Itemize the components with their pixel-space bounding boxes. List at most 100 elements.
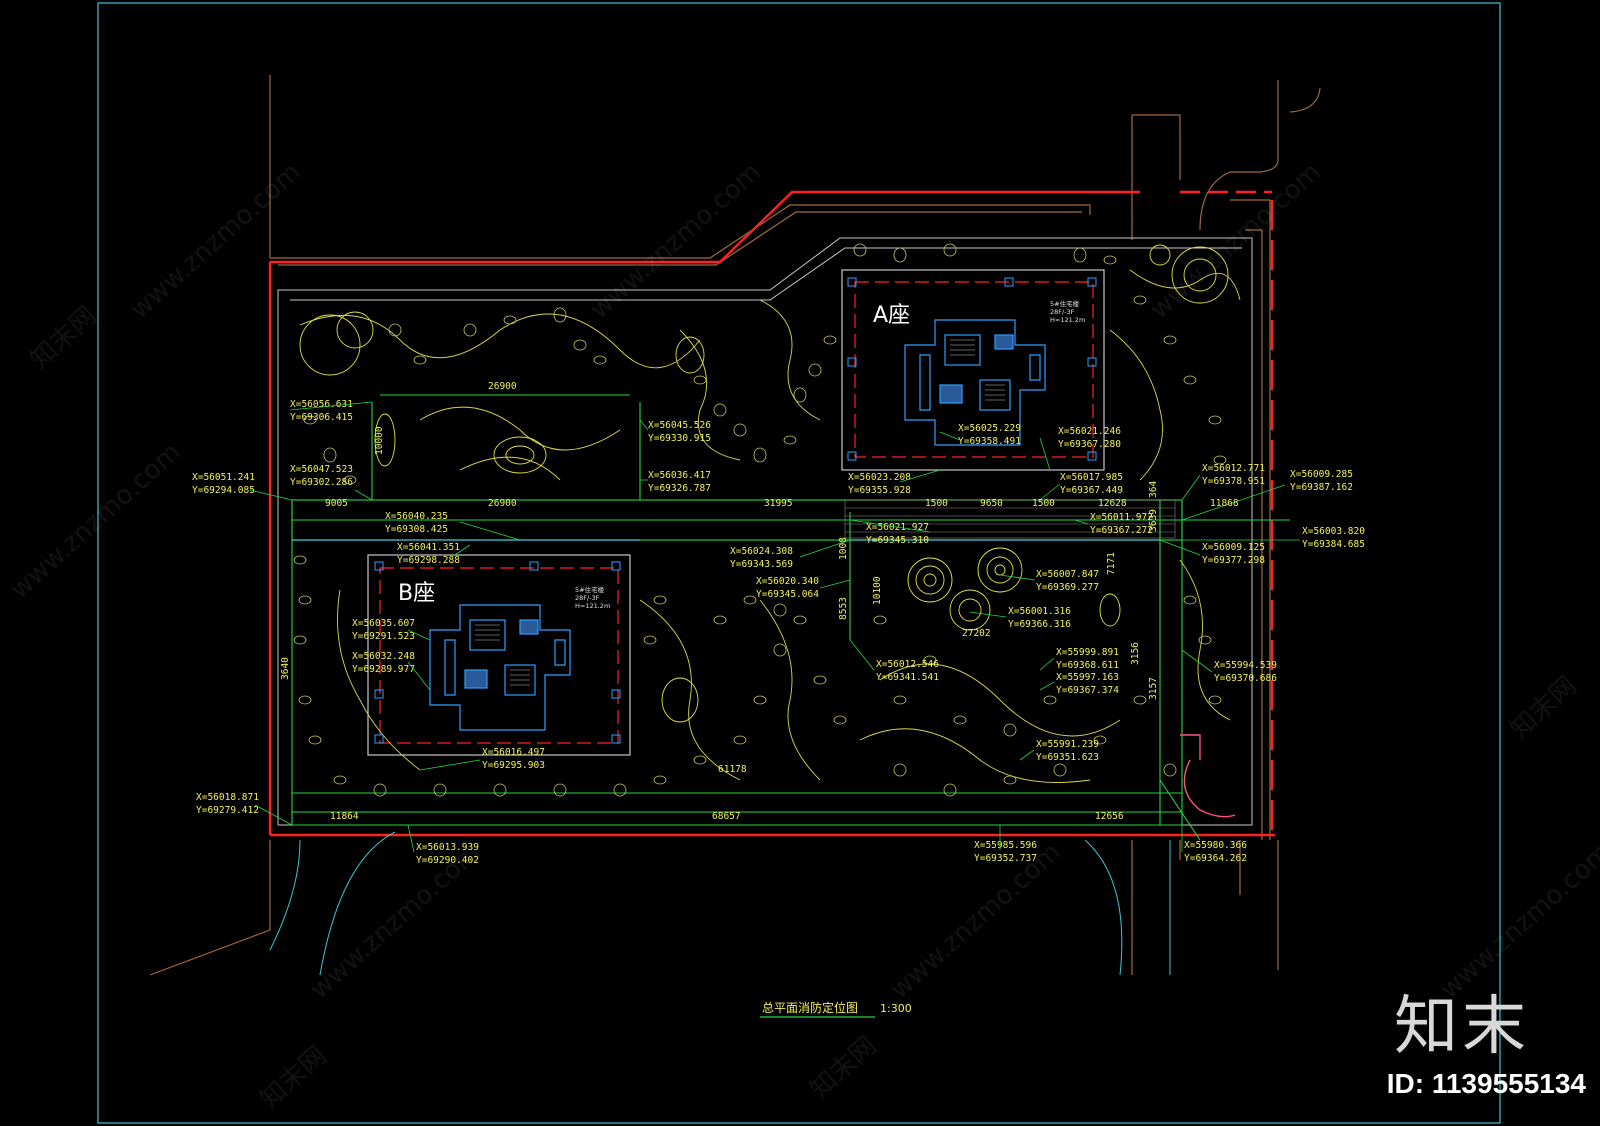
- stone: [1163, 335, 1177, 345]
- stone: [503, 315, 517, 325]
- stone: [323, 447, 337, 463]
- dim-04: 26900: [488, 498, 517, 509]
- svg-text:Y=69343.569: Y=69343.569: [730, 559, 793, 570]
- site-context-lines: [149, 75, 1321, 976]
- building-a-desc-3: H=121.2m: [1050, 316, 1085, 324]
- stone: [1213, 455, 1227, 465]
- svg-text:Y=69290.402: Y=69290.402: [416, 855, 479, 866]
- stone: [653, 775, 667, 785]
- svg-text:X=56001.316: X=56001.316: [1008, 606, 1071, 617]
- stone: [793, 615, 807, 625]
- svg-text:Y=69368.611: Y=69368.611: [1056, 660, 1119, 671]
- svg-text:X=55994.539: X=55994.539: [1214, 660, 1277, 671]
- svg-text:Y=69369.277: Y=69369.277: [1036, 582, 1099, 593]
- stone: [733, 423, 747, 437]
- svg-text:www.znzmo.com: www.znzmo.com: [1145, 157, 1327, 325]
- stone: [1003, 723, 1017, 737]
- stone: [298, 595, 312, 605]
- stone: [873, 615, 887, 625]
- property-red-line: [268, 190, 1275, 837]
- stone: [1073, 247, 1087, 263]
- svg-text:知末网: 知末网: [805, 1031, 883, 1105]
- svg-text:Y=69291.523: Y=69291.523: [352, 631, 415, 642]
- stone: [893, 247, 907, 263]
- dim-09: 12628: [1098, 498, 1127, 509]
- dim-22: 11864: [330, 811, 359, 822]
- stone: [303, 415, 317, 425]
- svg-text:X=56032.248: X=56032.248: [352, 651, 415, 662]
- svg-text:Y=69298.288: Y=69298.288: [397, 555, 460, 566]
- dim-23: 68657: [712, 811, 741, 822]
- entrance-feature: [1180, 734, 1236, 818]
- svg-text:X=56035.607: X=56035.607: [352, 618, 415, 629]
- dim-19: 3156: [1130, 642, 1141, 665]
- dim-06: 1500: [925, 498, 948, 509]
- stone: [833, 715, 847, 725]
- stone: [373, 783, 387, 797]
- svg-text:Y=69367.272: Y=69367.272: [1090, 525, 1153, 536]
- stone: [1133, 295, 1147, 305]
- stone: [693, 375, 707, 385]
- svg-text:Y=69279.412: Y=69279.412: [196, 805, 259, 816]
- landscape-stones: [293, 243, 1227, 797]
- stone: [783, 435, 797, 445]
- stone: [293, 635, 307, 645]
- stone: [1183, 375, 1197, 385]
- svg-text:X=56009.285: X=56009.285: [1290, 469, 1353, 480]
- svg-text:Y=69387.162: Y=69387.162: [1290, 482, 1353, 493]
- stone: [298, 695, 312, 705]
- svg-text:Y=69341.541: Y=69341.541: [876, 672, 939, 683]
- stone: [1003, 775, 1017, 785]
- svg-text:知末网: 知末网: [1505, 671, 1583, 745]
- stone: [733, 735, 747, 745]
- svg-text:Y=69326.787: Y=69326.787: [648, 483, 711, 494]
- svg-text:X=55980.366: X=55980.366: [1184, 840, 1247, 851]
- svg-text:Y=69370.686: Y=69370.686: [1214, 673, 1277, 684]
- stone: [893, 695, 907, 705]
- entry-road-curves: [269, 831, 1171, 976]
- stone: [943, 243, 957, 257]
- svg-text:X=55997.163: X=55997.163: [1056, 672, 1119, 683]
- stone: [553, 783, 567, 797]
- dim-16: 27202: [962, 628, 991, 639]
- building-a-desc-2: 28F/-3F: [1050, 308, 1075, 316]
- stone: [1103, 255, 1117, 265]
- building-a-desc-1: 5#住宅楼: [1050, 299, 1080, 308]
- stone: [808, 363, 822, 377]
- svg-text:X=56040.235: X=56040.235: [385, 511, 448, 522]
- stone: [1043, 695, 1057, 705]
- building-b-desc-2: 28F/-3F: [575, 594, 600, 602]
- plaza-circles: [299, 244, 1229, 723]
- building-pads: [292, 269, 1160, 756]
- dim-13: 1008: [838, 537, 849, 560]
- svg-text:X=56007.847: X=56007.847: [1036, 569, 1099, 580]
- building-b-plan: [429, 604, 571, 731]
- dim-18: 3157: [1148, 677, 1159, 700]
- stone: [388, 323, 402, 337]
- stone: [343, 475, 357, 485]
- svg-text:X=56020.340: X=56020.340: [756, 576, 819, 587]
- stone: [823, 335, 837, 345]
- fire-lane-lines: [291, 394, 1290, 841]
- svg-text:X=56021.246: X=56021.246: [1058, 426, 1121, 437]
- dim-05: 31995: [764, 498, 793, 509]
- stone: [493, 783, 507, 797]
- svg-text:X=56051.241: X=56051.241: [192, 472, 255, 483]
- stone: [713, 403, 727, 417]
- dim-21: 61178: [718, 764, 747, 775]
- stone: [953, 715, 967, 725]
- dim-14: 8553: [838, 597, 849, 620]
- stone: [1183, 595, 1197, 605]
- svg-text:Y=69351.623: Y=69351.623: [1036, 752, 1099, 763]
